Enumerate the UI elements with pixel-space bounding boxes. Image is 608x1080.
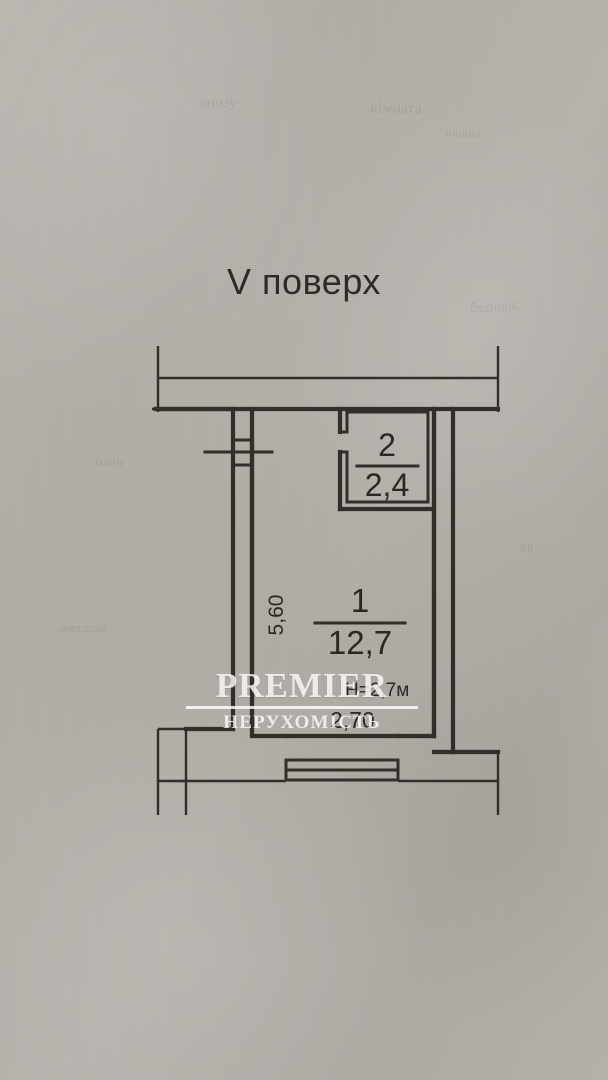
svg-text:2,4: 2,4 — [365, 467, 409, 503]
page-title: V поверх — [227, 261, 381, 302]
top-dimension-line — [156, 346, 500, 412]
right-wall-group — [431, 406, 501, 755]
ceiling-height-label: H=2,7м — [345, 680, 409, 701]
room-2-walls — [337, 406, 437, 512]
svg-text:12,7: 12,7 — [328, 624, 392, 661]
left-wall-group — [183, 406, 274, 732]
svg-text:2: 2 — [378, 427, 396, 463]
vertical-dimension-label: 5,60 — [265, 595, 288, 636]
room-1-label: 1 12,7 — [313, 582, 407, 661]
horizontal-dimension-label: 2,70 — [330, 707, 375, 733]
window-glazing — [284, 758, 400, 782]
svg-text:2,70: 2,70 — [330, 707, 375, 733]
svg-text:H=2,7м: H=2,7м — [345, 680, 409, 701]
bottom-dimension-lines — [156, 727, 500, 815]
room-2-label: 2 2,4 — [355, 427, 420, 503]
svg-text:5,60: 5,60 — [265, 595, 288, 636]
svg-text:1: 1 — [351, 582, 369, 619]
